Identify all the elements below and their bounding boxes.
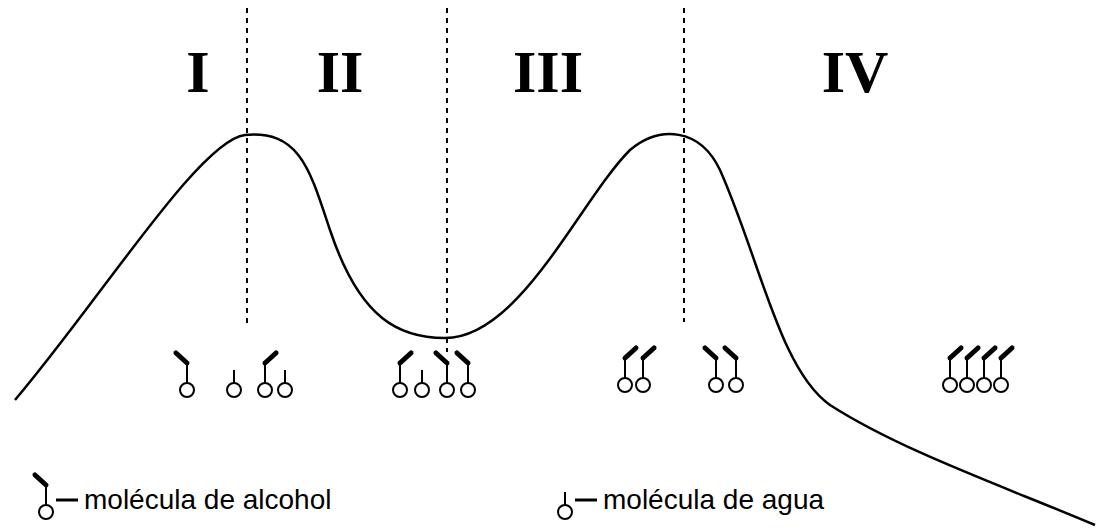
region-numeral: II [317,42,364,102]
legend-text: molécula de agua [603,486,824,514]
region-numeral: III [513,42,583,102]
region-numeral: I [186,42,209,102]
region-numeral: IV [822,42,889,102]
legend-text: molécula de alcohol [84,486,332,514]
